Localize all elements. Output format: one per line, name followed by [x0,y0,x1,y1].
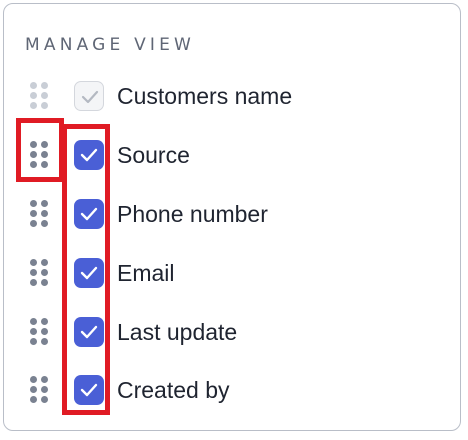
column-label: Customers name [117,83,293,109]
column-label: Source [117,142,190,168]
column-checkbox-phone-number[interactable] [74,199,104,229]
column-label: Last update [117,319,238,345]
column-checkbox-email[interactable] [74,258,104,288]
drag-handle-icon[interactable] [30,318,52,348]
drag-handle-icon[interactable] [30,141,52,171]
column-row-last-update: Last update [4,312,444,352]
column-row-created-by: Created by [4,370,444,410]
checkmark-icon [80,148,98,162]
checkmark-icon [81,90,99,104]
column-label: Created by [117,377,230,403]
drag-handle-icon[interactable] [30,200,52,230]
column-checkbox-customers-name [74,81,104,111]
column-label: Phone number [117,201,268,227]
column-row-phone-number: Phone number [4,194,444,234]
column-row-source: Source [4,135,444,175]
checkmark-icon [80,266,98,280]
checkmark-icon [80,325,98,339]
drag-handle-icon [30,82,52,112]
column-label: Email [117,260,175,286]
panel-title: MANAGE VIEW [25,35,196,55]
drag-handle-icon[interactable] [30,259,52,289]
manage-view-panel: MANAGE VIEW Customers name Source [3,3,461,431]
column-checkbox-source[interactable] [74,140,104,170]
column-checkbox-created-by[interactable] [74,375,104,405]
column-checkbox-last-update[interactable] [74,317,104,347]
drag-handle-icon[interactable] [30,376,52,406]
checkmark-icon [80,207,98,221]
column-row-email: Email [4,253,444,293]
column-row-customers-name: Customers name [4,76,444,116]
checkmark-icon [80,383,98,397]
